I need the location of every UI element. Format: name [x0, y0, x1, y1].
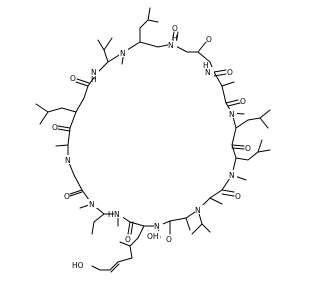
atom-h-left-upper: H	[91, 75, 97, 84]
atom-nh-bottom: N	[114, 210, 120, 219]
atom-n-bottom-left: N	[154, 222, 160, 231]
atom-labels: N N H N H N H N N N N N H N N OH HO O O …	[52, 24, 251, 270]
atom-o6: O	[235, 192, 241, 201]
atom-n-top-left: N	[120, 49, 126, 58]
atom-o2: O	[172, 24, 178, 33]
structure-drawing: N N H N H N H N N N N N H N N OH HO O O …	[35, 7, 271, 273]
atom-nh-left-upper: N	[91, 68, 97, 77]
atom-h-bottom: H	[108, 210, 114, 219]
atom-n-left-lower: N	[89, 200, 95, 209]
atom-n-right-upper: N	[229, 110, 235, 119]
atom-o5: O	[245, 144, 251, 153]
atom-o9: O	[64, 192, 70, 201]
atom-o3: O	[227, 68, 233, 77]
atom-o1: O	[70, 74, 76, 83]
atom-oh-mid: OH	[147, 232, 159, 241]
atom-o10: O	[52, 123, 58, 132]
atom-h-top-right: H	[203, 61, 209, 70]
atom-n-bottom-right: N	[195, 206, 201, 215]
atom-o11: O	[206, 35, 212, 44]
bond-lines	[35, 7, 271, 273]
atom-o8: O	[125, 235, 131, 244]
atom-n-left-mid: N	[65, 156, 71, 165]
atom-n-right-mid: N	[229, 171, 235, 180]
atom-oh-terminal: HO	[72, 261, 84, 270]
atom-o7: O	[166, 235, 172, 244]
molecule-diagram: N N H N H N H N N N N N H N N OH HO O O …	[35, 7, 271, 273]
atom-nh-top: N	[168, 41, 174, 50]
atom-nh-top-right: N	[205, 68, 211, 77]
atom-o4: O	[240, 97, 246, 106]
atom-h-top: H	[172, 34, 178, 43]
